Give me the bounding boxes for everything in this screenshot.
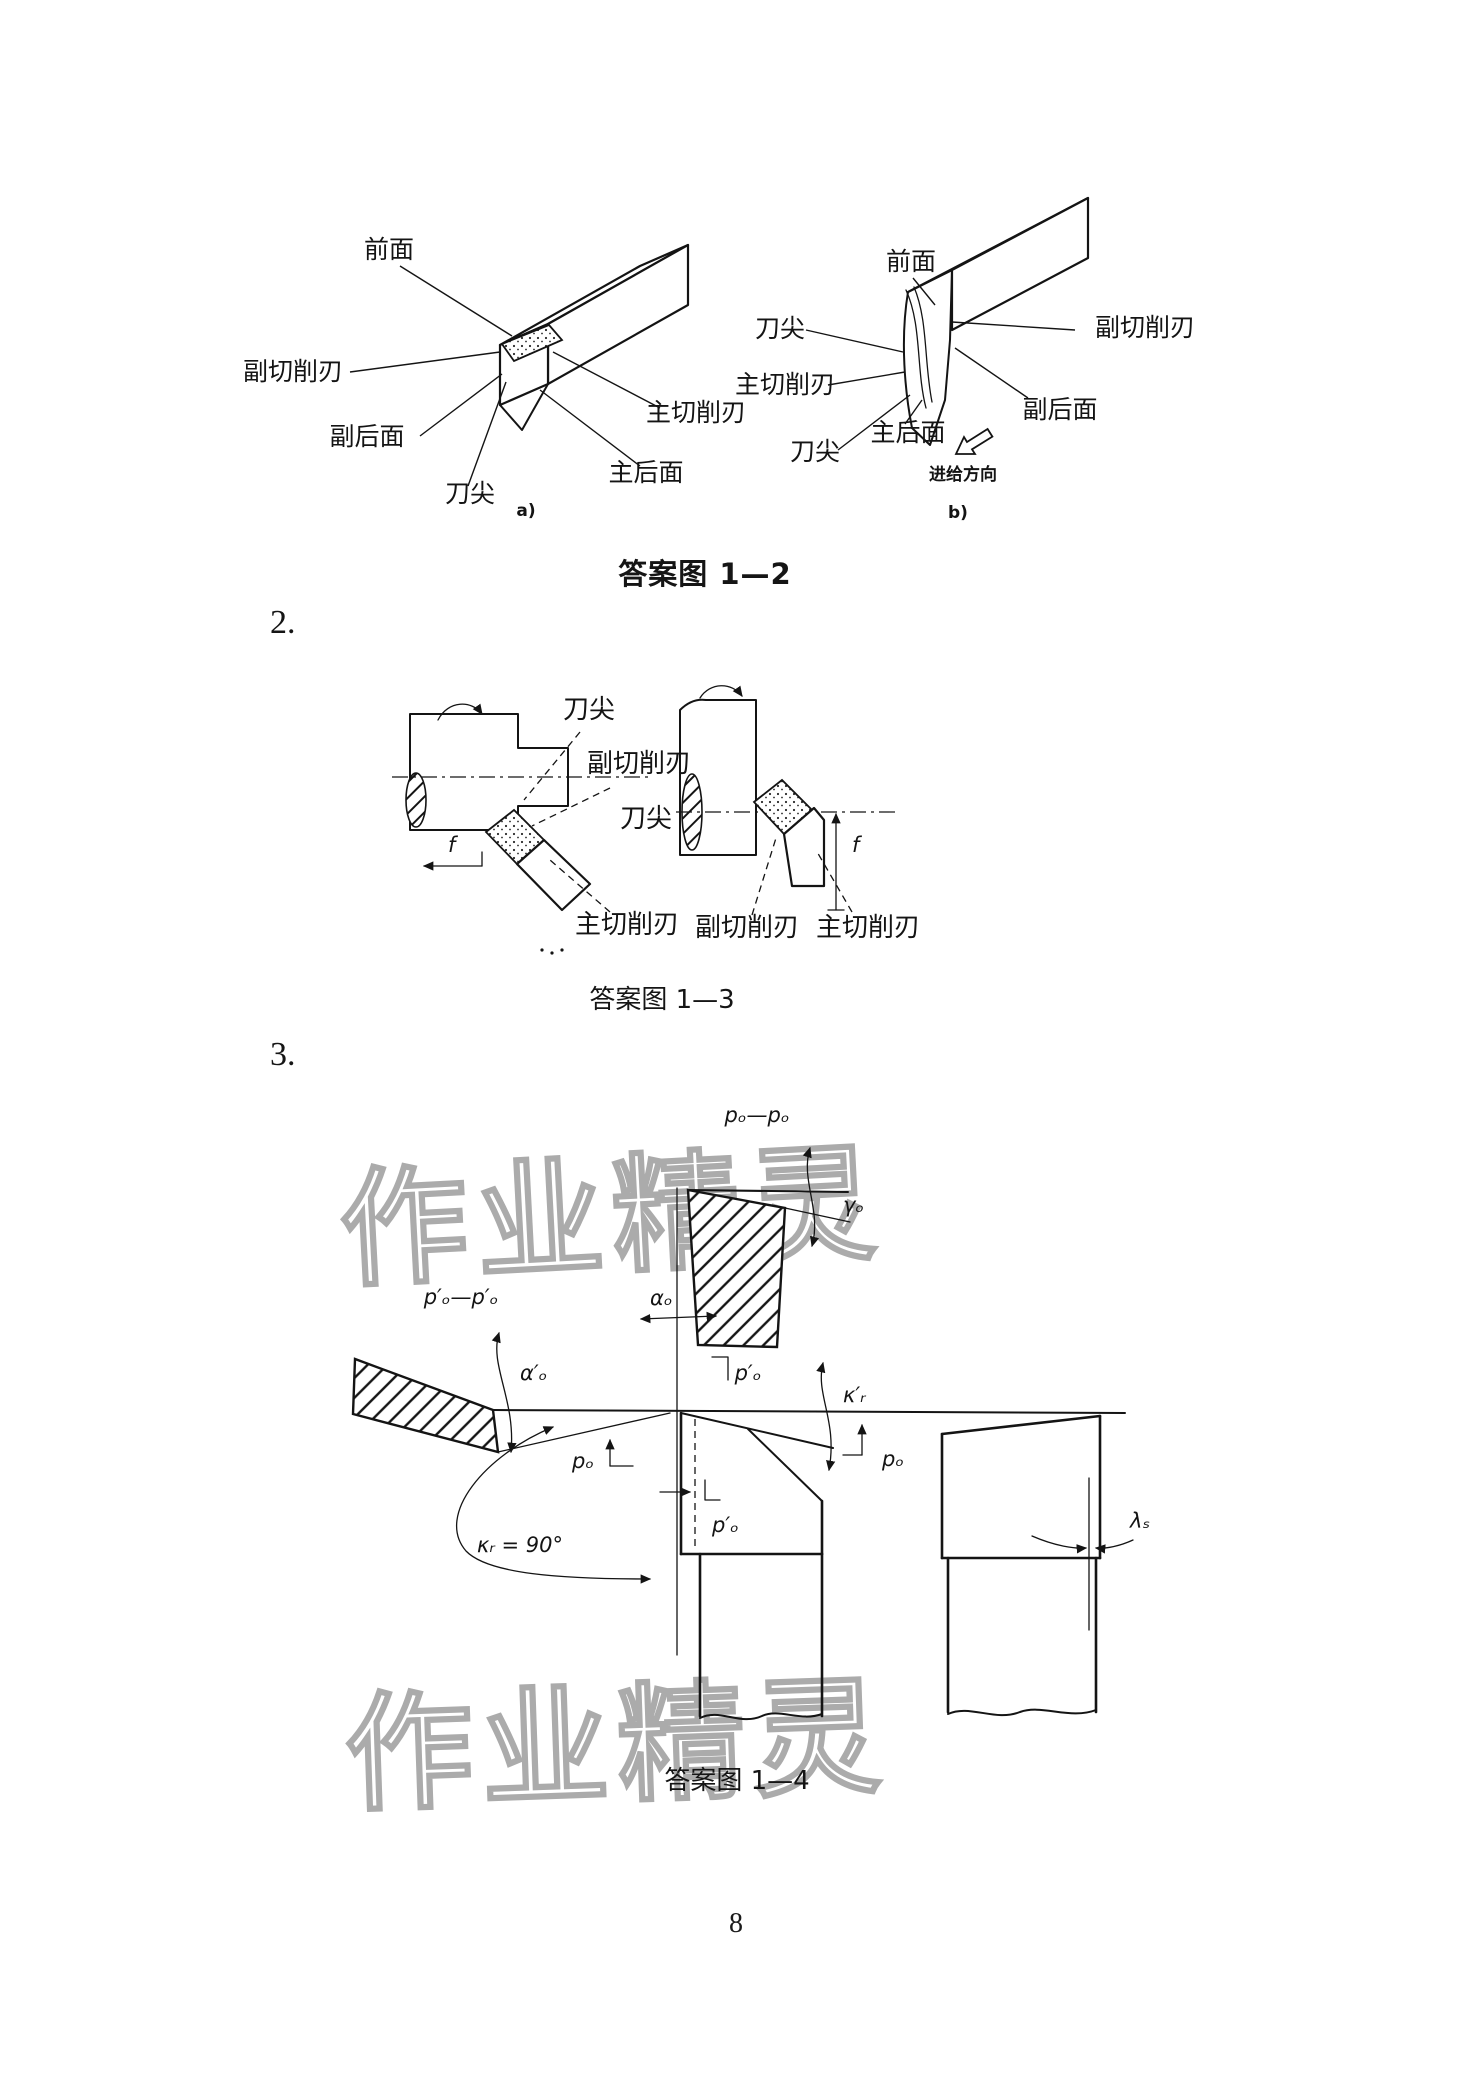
list-item-3: 3.: [270, 1036, 296, 1073]
right-tool: [752, 778, 826, 888]
label-section-ppo: p′ₒ—p′ₒ: [423, 1285, 499, 1309]
tool-b-leaders: [805, 277, 1076, 451]
label-major-edge-2: 主切削刃: [816, 913, 920, 943]
left-tool: [484, 808, 592, 912]
label-b-tip-2: 刀尖: [790, 437, 840, 466]
watermark-bottom: 作业精灵: [343, 1663, 892, 1831]
label-b-tip-1: 刀尖: [755, 314, 805, 343]
label-b-minor-flank: 副后面: [1022, 395, 1097, 424]
label-a-front-face: 前面: [364, 235, 414, 264]
label-po-2: pₒ: [881, 1447, 904, 1471]
label-a-major-flank: 主后面: [608, 458, 683, 487]
left-feed-arrow: [422, 851, 483, 871]
figure-1-2: 前面 副切削刃 副后面 刀尖 主后面 主切削刃 a) 前面 刀: [243, 196, 1195, 523]
label-lambda-s: λₛ: [1129, 1509, 1150, 1533]
reference-line: [492, 1409, 1126, 1414]
section-ppo: [351, 1331, 671, 1454]
fig13-leaders: [523, 731, 853, 955]
po-plane-symbol-1: [605, 1438, 634, 1467]
label-a-major-edge: 主切削刃: [646, 398, 746, 427]
page-number: 8: [729, 1908, 743, 1939]
label-minor-edge-1: 副切削刃: [587, 749, 691, 779]
feed-direction-arrow: [954, 427, 994, 455]
plan-view-tool: [679, 1411, 834, 1721]
label-section-po: pₒ—pₒ: [723, 1103, 789, 1127]
kappa-pr-angle: [816, 1361, 836, 1472]
kappa-r-angle: [455, 1426, 652, 1584]
label-minor-edge-2: 副切削刃: [695, 913, 799, 943]
figure-1-3-caption: 答案图 1—3: [589, 985, 735, 1015]
tool-a-leaders: [349, 265, 661, 487]
po-plane-symbol-2: [842, 1423, 867, 1456]
ppo-plane-symbol-2: [659, 1479, 721, 1501]
label-a-minor-flank: 副后面: [329, 422, 404, 451]
label-b-front-face: 前面: [886, 247, 936, 276]
label-b-feed-direction: 进给方向: [929, 464, 997, 485]
side-view-tool: [940, 1414, 1134, 1717]
figure-1-3: f f 刀尖 副切削刃 刀尖: [392, 685, 920, 955]
tool-a-body: [498, 243, 690, 431]
figure-1-4: 作业精灵 作业精灵 pₒ—pₒ γₒ αₒ p′ₒ—p′ₒ α′ₒ κᵣ = 9…: [335, 1103, 1150, 1832]
sub-label-a: a): [516, 501, 535, 521]
label-gamma-o: γₒ: [843, 1193, 864, 1217]
label-tip-1: 刀尖: [563, 695, 615, 725]
label-major-edge-1: 主切削刃: [575, 910, 679, 940]
section-po: [639, 1146, 851, 1656]
label-kappa-pr: κ′ᵣ: [843, 1383, 867, 1407]
label-b-major-edge: 主切削刃: [735, 370, 835, 399]
figure-1-2-caption: 答案图 1—2: [618, 557, 792, 591]
label-a-minor-edge: 副切削刃: [243, 357, 343, 386]
label-feed-left: f: [448, 833, 459, 857]
label-kappa-r: κᵣ = 90°: [477, 1533, 563, 1557]
label-tip-2: 刀尖: [620, 804, 672, 834]
left-workpiece: [392, 703, 648, 831]
label-po-1: pₒ: [571, 1449, 594, 1473]
figure-1-4-caption: 答案图 1—4: [664, 1766, 810, 1796]
list-item-2: 2.: [270, 604, 296, 641]
label-a-tip: 刀尖: [445, 479, 495, 508]
ppo-plane-symbol-1: [711, 1356, 729, 1381]
sub-label-b: b): [948, 503, 968, 523]
label-b-minor-edge: 副切削刃: [1095, 313, 1195, 342]
tool-b-body: [902, 196, 1090, 446]
watermark-top: 作业精灵: [336, 1129, 887, 1306]
right-workpiece: [676, 685, 898, 856]
label-feed-right: f: [852, 833, 863, 857]
right-feed-arrow: [827, 812, 845, 911]
label-ppo-2: p′ₒ: [711, 1513, 739, 1537]
label-ppo-1: p′ₒ: [734, 1361, 762, 1385]
label-alpha-po: α′ₒ: [520, 1361, 547, 1385]
label-b-major-flank: 主后面: [870, 418, 945, 447]
label-alpha-o: αₒ: [650, 1286, 673, 1310]
